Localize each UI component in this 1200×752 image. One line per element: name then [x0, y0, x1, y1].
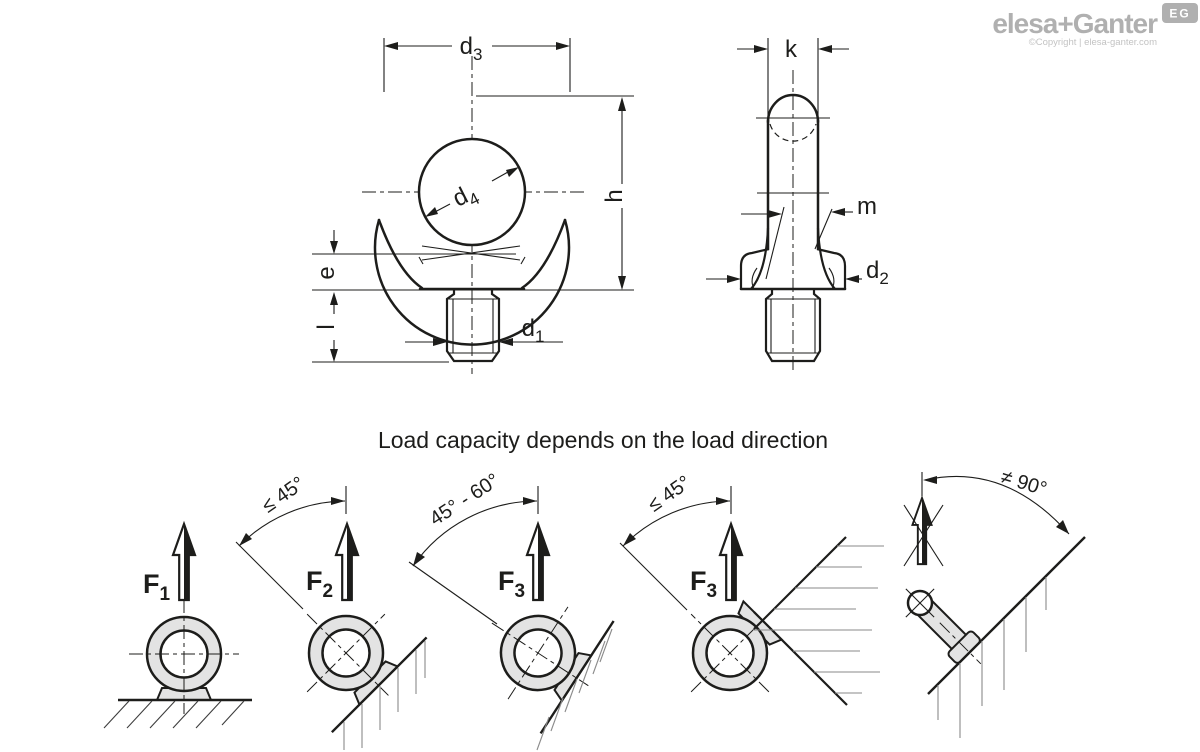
brand-copyright: ©Copyright | elesa-ganter.com [1029, 37, 1157, 48]
wall-hatch [753, 545, 884, 694]
dim-label-m: m [857, 193, 877, 220]
force-arrow-f3a [525, 522, 551, 602]
force-label-f3b: F3 [690, 566, 717, 602]
ground-hatch [103, 700, 245, 729]
force-arrow-f3b [718, 522, 744, 602]
dim-label-e: e [313, 266, 340, 279]
section-title: Load capacity depends on the load direct… [378, 427, 828, 453]
front-view-drawing: d3 d4 h e l d1 [312, 33, 634, 374]
dim-label-l: l [313, 324, 340, 329]
ground-hatch [343, 641, 426, 750]
eg-badge-icon: EG [1162, 3, 1198, 23]
dim-label-k: k [785, 36, 798, 63]
angle-label-fig2: ≤ 45° [258, 473, 309, 518]
dim-label-d1: d1 [522, 315, 545, 346]
figure-angle-45-corner: ≤ 45° F3 [619, 472, 884, 733]
force-arrow-f2 [334, 522, 360, 602]
figure-straight-pull: F1 [103, 522, 252, 729]
angle-label-fig3: 45° - 60° [426, 469, 504, 530]
dim-label-d3: d3 [460, 33, 483, 64]
force-label-f1: F1 [143, 569, 171, 605]
svg-text:EG: EG [1169, 7, 1190, 21]
figure-angle-45: ≤ 45° F2 [235, 473, 429, 750]
forbidden-arrow [903, 497, 944, 567]
ground-hatch [536, 628, 613, 751]
figure-angle-45-60: 45° - 60° F3 [408, 469, 620, 751]
figure-forbidden-90: ≠ 90° [903, 466, 1086, 738]
angle-label-fig4: ≤ 45° [644, 472, 695, 517]
wall-hatch [937, 577, 1047, 738]
dim-label-h: h [601, 189, 628, 202]
brand-wordmark: elesa+Ganter [992, 8, 1158, 39]
dim-label-d2: d2 [866, 257, 889, 288]
force-arrow-f1 [171, 522, 197, 602]
force-label-f2: F2 [306, 566, 333, 602]
force-label-f3a: F3 [498, 566, 525, 602]
side-view-drawing: k m d2 [706, 36, 889, 374]
brand-logo: elesa+Ganter ©Copyright | elesa-ganter.c… [992, 3, 1198, 48]
